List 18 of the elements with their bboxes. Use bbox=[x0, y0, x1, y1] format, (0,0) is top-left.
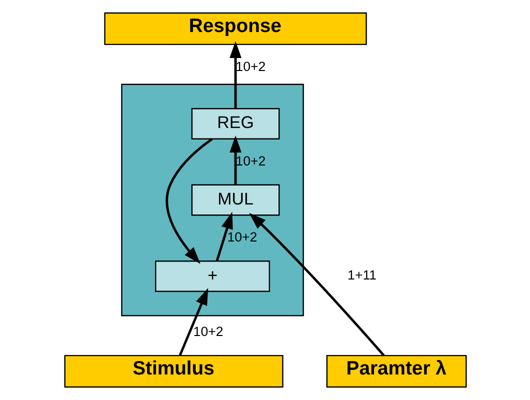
arrow bbox=[248, 212, 384, 356]
cluster bbox=[120, 84, 304, 316]
node-box: Response bbox=[104, 12, 366, 46]
edge-label: 10+2 bbox=[226, 230, 257, 245]
node-box: REG bbox=[190, 108, 280, 140]
arrow bbox=[215, 212, 232, 262]
node-box: MUL bbox=[190, 184, 280, 216]
arrow bbox=[229, 41, 241, 108]
arrow bbox=[165, 138, 212, 264]
node-box: + bbox=[154, 260, 270, 292]
edge-label: 10+2 bbox=[192, 324, 223, 339]
edge-label: 10+2 bbox=[235, 153, 266, 168]
node-box: Paramter λ bbox=[326, 354, 466, 388]
arrow bbox=[229, 135, 241, 185]
edge-label: 10+2 bbox=[235, 58, 266, 74]
arrow bbox=[178, 288, 208, 356]
edge-label: 1+11 bbox=[347, 268, 376, 283]
node-box: Stimulus bbox=[64, 354, 283, 388]
